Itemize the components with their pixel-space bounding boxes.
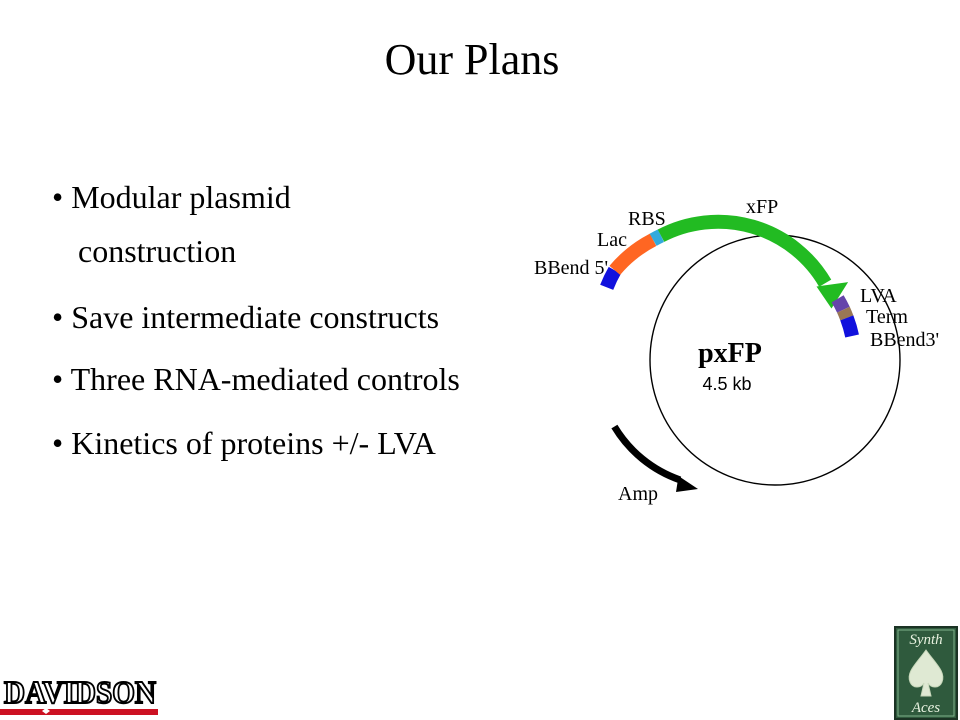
logo-synth-text: Synth [909, 632, 942, 648]
lac-segment [609, 233, 657, 276]
plasmid-name: pxFP [698, 338, 762, 369]
bullet-kinetics: • Kinetics of proteins +/- LVA [52, 425, 436, 461]
bbend5-segment [600, 266, 621, 290]
davidson-logo-bar [0, 709, 158, 715]
label-xfp: xFP [746, 196, 778, 218]
davidson-logo-text: DAVIDSON [4, 674, 156, 710]
plasmid-size: 4.5 kb [702, 374, 751, 394]
label-bbend5: BBend 5' [534, 257, 608, 279]
bullet-modular-cont: construction [78, 233, 237, 269]
rbs-segment [649, 229, 665, 246]
label-lva: LVA [860, 285, 897, 307]
bbend3-segment [840, 315, 859, 338]
bullet-save: • Save intermediate constructs [52, 299, 440, 335]
bullet-rna: • Three RNA-mediated controls [52, 361, 460, 397]
davidson-logo-diamond-icon [42, 708, 50, 714]
xfp-segment [657, 214, 832, 287]
xfp-arrowhead [816, 282, 849, 309]
logo-aces-text: Aces [911, 700, 940, 716]
davidson-logo: DAVIDSON [0, 673, 158, 715]
lva-segment [831, 295, 850, 313]
label-term: Term [866, 306, 908, 328]
label-amp: Amp [618, 483, 658, 505]
amp-segment [611, 424, 682, 484]
plasmid-map: xFP RBS Lac BBend 5' LVA Term BBend3' Am… [534, 196, 939, 505]
term-segment [837, 306, 854, 321]
spade-icon [908, 649, 944, 697]
bullet-modular: • Modular plasmid [52, 179, 291, 215]
amp-arrowhead [676, 476, 698, 492]
plasmid-backbone [649, 234, 901, 486]
label-rbs: RBS [628, 208, 666, 230]
label-lac: Lac [597, 229, 627, 251]
synth-aces-logo: Synth Aces [894, 626, 958, 720]
label-bbend3: BBend3' [870, 329, 939, 351]
slide-title: Our Plans [384, 35, 560, 84]
